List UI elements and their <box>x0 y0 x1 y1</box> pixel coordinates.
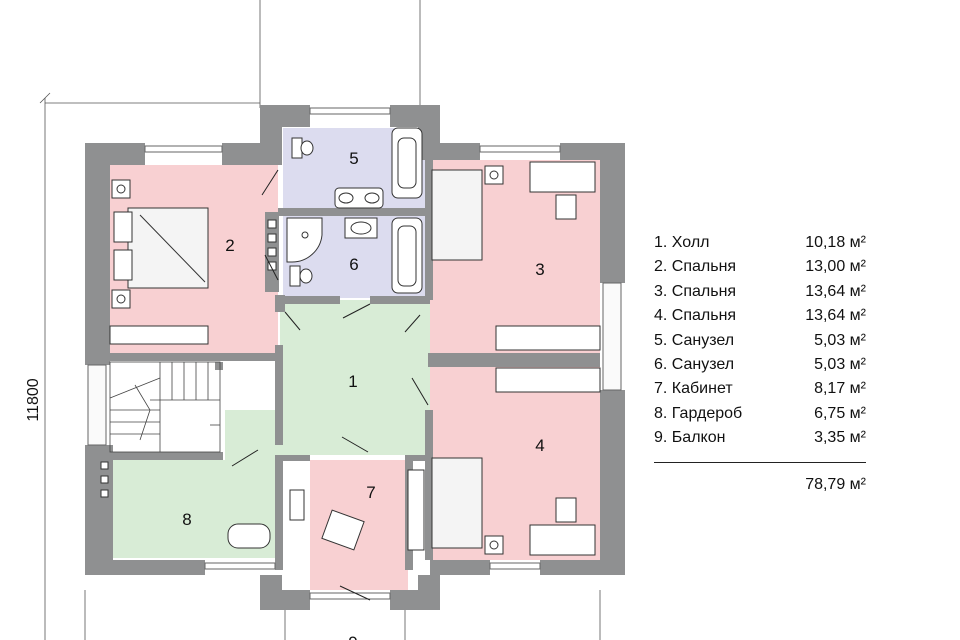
legend-row: 1. Холл 10,18 м² <box>654 232 866 256</box>
guide-lines <box>39 0 601 640</box>
legend-room-name: 1. Холл <box>654 234 710 251</box>
door-swings <box>231 169 429 601</box>
legend-row: 5. Санузел 5,03 м² <box>654 330 866 354</box>
windows <box>87 107 622 600</box>
legend-room-name: 4. Спальня <box>654 307 737 325</box>
dimension-vertical: 11800 <box>25 378 42 421</box>
room-number-2: 2 <box>225 236 234 255</box>
legend-room-area: 13,00 м² <box>805 258 866 276</box>
legend-room-name: 2. Спальня <box>654 258 737 276</box>
room-labels: 1 2 3 4 5 6 7 8 <box>182 149 544 529</box>
legend-rows: 1. Холл 10,18 м² 2. Спальня 13,00 м² 3. Спал… <box>654 232 866 452</box>
legend-divider <box>654 462 866 463</box>
shelf-blocks <box>98 212 279 500</box>
area-legend: 1. Холл 10,18 м² 2. Спальня 13,00 м² 3. Спал… <box>654 232 866 493</box>
legend-room-area: 8,17 м² <box>814 380 866 398</box>
room-number-5: 5 <box>349 149 358 168</box>
dimension-bottom: 9 <box>348 633 357 640</box>
legend-row: 8. Гардероб 6,75 м² <box>654 403 866 427</box>
room-fill-stairs <box>110 362 220 452</box>
legend-row: 3. Спальня 13,64 м² <box>654 281 866 305</box>
legend-room-area: 5,03 м² <box>814 331 866 349</box>
legend-room-area: 5,03 м² <box>814 355 866 373</box>
legend-row: 2. Спальня 13,00 м² <box>654 256 866 280</box>
legend-row: 6. Санузел 5,03 м² <box>654 354 866 378</box>
legend-room-name: 9. Балкон <box>654 429 726 447</box>
legend-room-area: 6,75 м² <box>814 404 866 422</box>
room-number-6: 6 <box>349 255 358 274</box>
room-number-3: 3 <box>535 260 544 279</box>
legend-row: 7. Кабинет 8,17 м² <box>654 378 866 402</box>
room-number-1: 1 <box>348 372 357 391</box>
furniture <box>109 127 601 556</box>
legend-room-name: 6. Санузел <box>654 355 735 373</box>
stairs <box>109 361 221 453</box>
legend-room-area: 10,18 м² <box>805 234 866 251</box>
legend-room-area: 13,64 м² <box>805 307 866 325</box>
legend-room-area: 3,35 м² <box>814 429 866 447</box>
legend-row: 9. Балкон 3,35 м² <box>654 427 866 451</box>
legend-room-name: 5. Санузел <box>654 331 735 349</box>
legend-total: 78,79 м² <box>805 476 866 493</box>
legend-room-area: 13,64 м² <box>805 282 866 300</box>
legend-room-name: 7. Кабинет <box>654 380 733 398</box>
legend-room-name: 3. Спальня <box>654 282 737 300</box>
room-number-7: 7 <box>366 483 375 502</box>
floor-plan: 1 2 3 4 5 6 7 8 11800 9 <box>25 0 625 640</box>
room-number-4: 4 <box>535 436 544 455</box>
walls <box>85 105 625 610</box>
legend-row: 4. Спальня 13,64 м² <box>654 305 866 329</box>
room-number-8: 8 <box>182 510 191 529</box>
legend-room-name: 8. Гардероб <box>654 404 743 422</box>
